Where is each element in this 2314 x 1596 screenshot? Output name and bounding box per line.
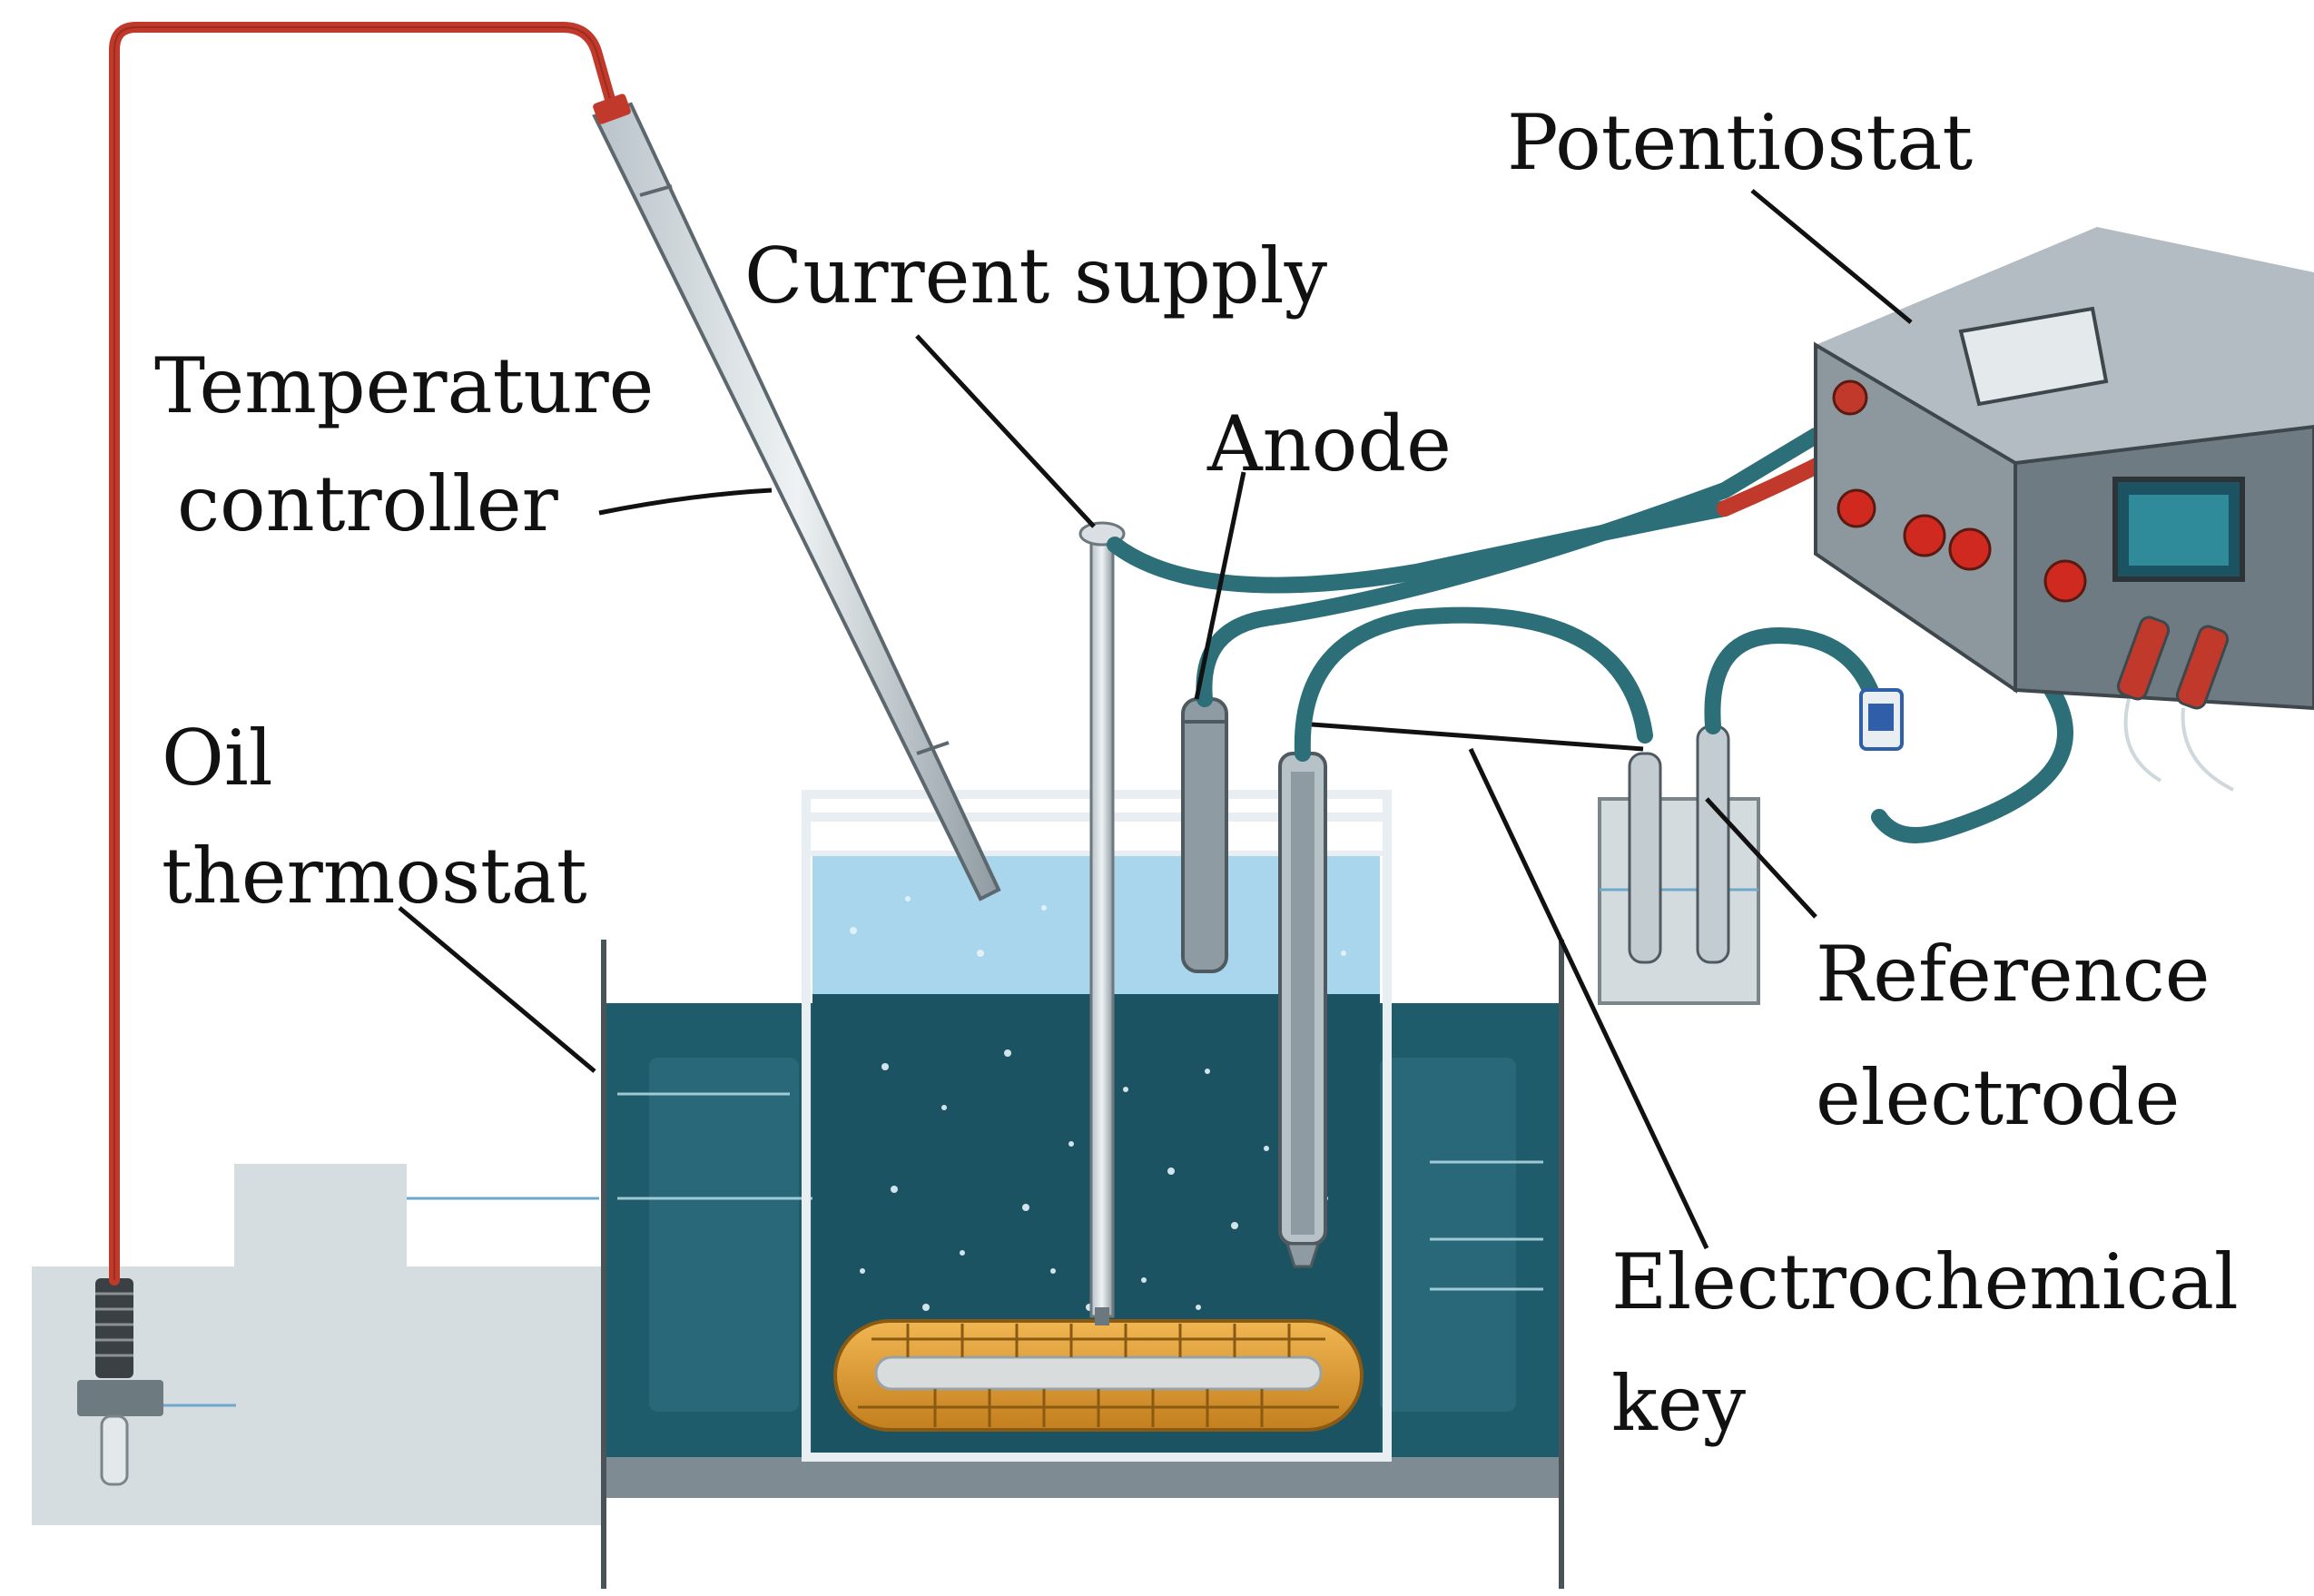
- current-supply-callout: [915, 334, 1096, 528]
- temperature-controller-line-1: Temperature: [154, 341, 655, 430]
- potentiostat-callout: [1750, 189, 1913, 324]
- current-supply-rod: [1078, 521, 1126, 1325]
- reference-electrode-label: Reference electrode: [1816, 912, 2210, 1159]
- key-connector-wire: [1311, 722, 1644, 752]
- electrochemical-key-line-1: Electrochemical: [1611, 1237, 2239, 1326]
- oil-thermostat-callout: [398, 906, 596, 1073]
- reference-electrode-line-1: Reference: [1816, 930, 2211, 1019]
- electrochemical-key-line-2: key: [1611, 1359, 1747, 1448]
- electrochemical-key-callout: [1468, 747, 1709, 1250]
- temperature-controller-callout: [598, 488, 773, 516]
- temperature-controller-probe: [592, 94, 1001, 901]
- anode-label-text: Anode: [1207, 399, 1452, 488]
- reference-electrode-beaker: [1598, 724, 1760, 1005]
- oil-thermostat-line-2: thermostat: [162, 832, 587, 921]
- temperature-controller-label: Temperature controller: [154, 327, 654, 563]
- reference-electrode-callout: [1705, 797, 1817, 919]
- reference-electrode-line-2: electrode: [1816, 1053, 2181, 1142]
- anode-electrode: [1181, 697, 1228, 973]
- oil-thermostat-label: Oil thermostat: [162, 699, 587, 935]
- anode-callout: [1194, 471, 1246, 700]
- cable-clamp: [1859, 688, 1904, 751]
- electrochemical-key-label: Electrochemical key: [1611, 1221, 2239, 1464]
- callout-lines: [398, 189, 1913, 1250]
- temperature-controller-line-2: controller: [177, 459, 558, 548]
- oil-thermostat-line-1: Oil: [162, 714, 273, 803]
- current-supply-label: Current supply: [744, 213, 1327, 339]
- output-terminals: [2116, 616, 2230, 710]
- electrochemical-key-tube: [1278, 752, 1327, 1268]
- anode-label: Anode: [1207, 381, 1452, 507]
- potentiostat-label-text: Potentiostat: [1507, 98, 1974, 187]
- current-supply-label-text: Current supply: [744, 232, 1328, 320]
- potentiostat-label: Potentiostat: [1507, 80, 1973, 205]
- sample-basket: [833, 1319, 1364, 1432]
- sensor-cable: [109, 22, 618, 1286]
- temperature-sensor: [77, 1278, 236, 1486]
- potentiostat-device: [1814, 227, 2314, 792]
